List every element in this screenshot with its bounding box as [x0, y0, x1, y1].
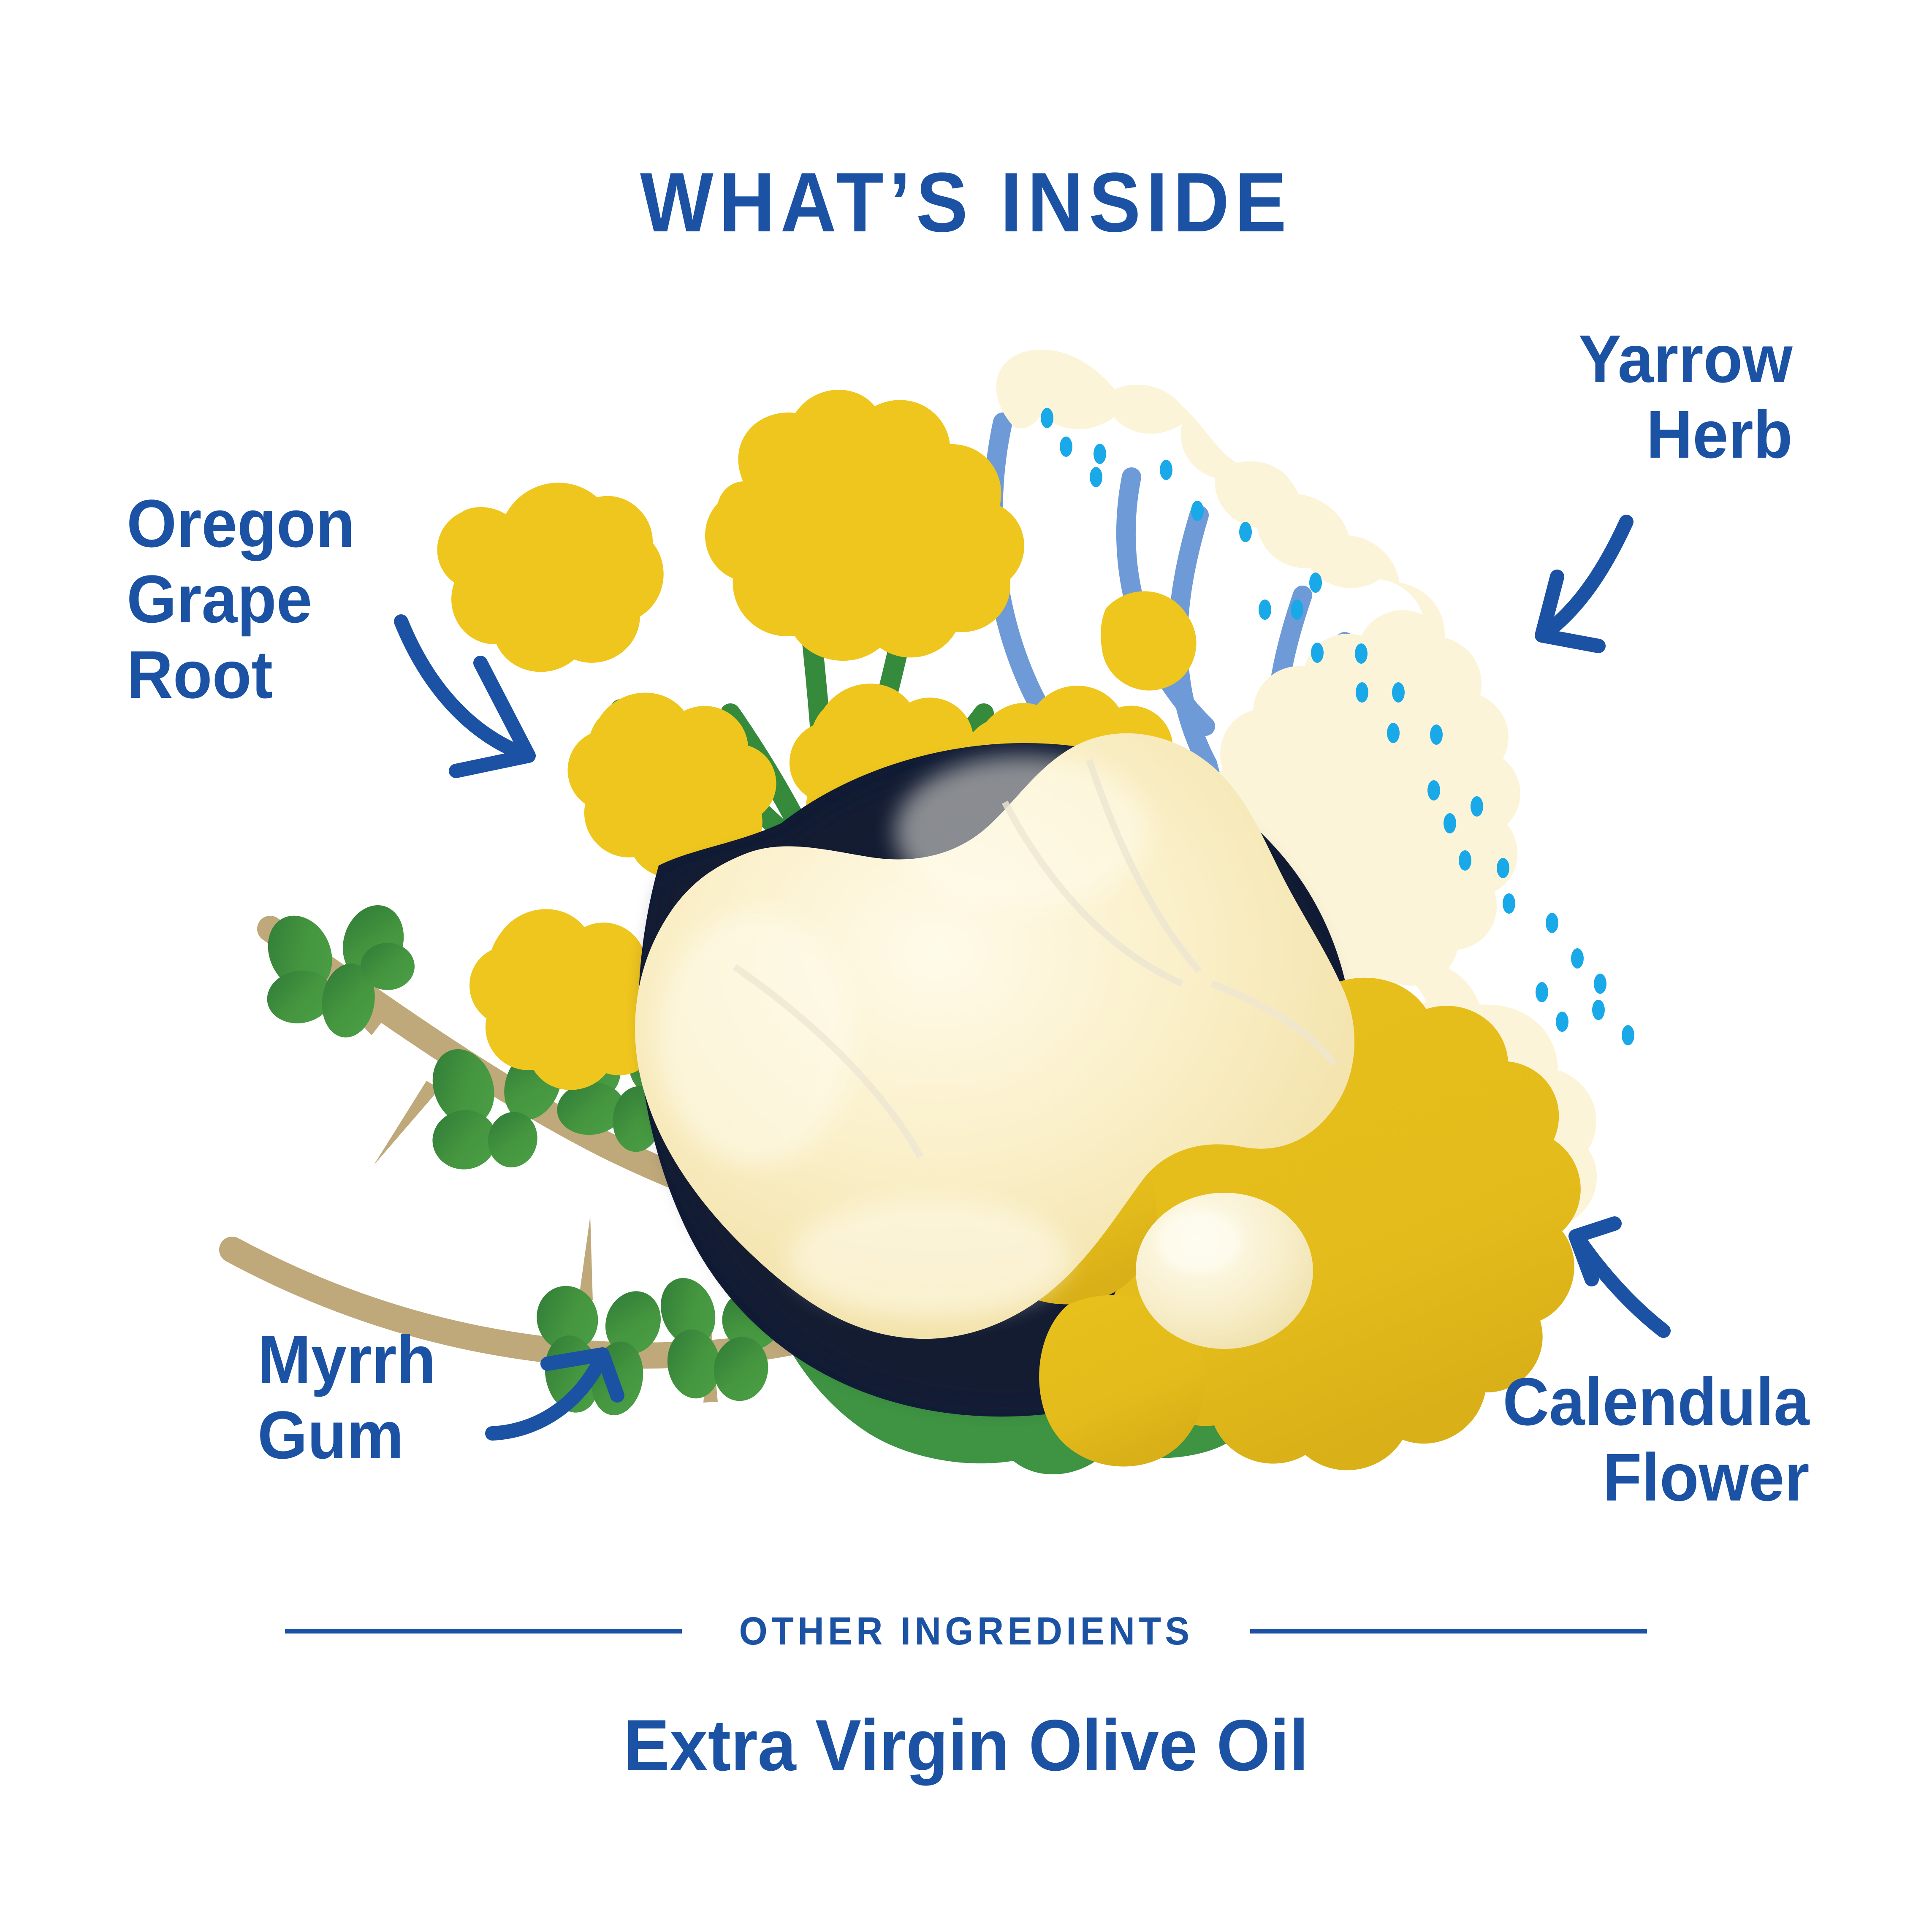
other-ingredients-header: OTHER INGREDIENTS — [0, 1609, 1932, 1654]
divider-line-right — [1250, 1629, 1647, 1634]
yarrow-speckles — [1041, 408, 1634, 1045]
ingredient-label-yarrow-herb: Yarrow Herb — [1579, 321, 1793, 472]
yarrow-herb-illustration — [983, 350, 1634, 1257]
yarrow-flower-band — [996, 350, 1597, 1257]
page-title: WHAT’S INSIDE — [640, 155, 1292, 250]
other-ingredients-section: OTHER INGREDIENTS Extra Virgin Olive Oil — [0, 1609, 1932, 1787]
arrow-myrrh-gum — [485, 1347, 624, 1441]
calendula-flower-illustration — [980, 977, 1581, 1471]
myrrh-branches — [219, 916, 976, 1369]
ingredient-label-oregon-grape-root: Oregon Grape Root — [127, 486, 355, 713]
arrow-calendula-flower — [1568, 1216, 1671, 1338]
balm-highlights — [659, 756, 1148, 1317]
balm-droplet — [1136, 1193, 1313, 1349]
calendula-leaf — [752, 1262, 1243, 1475]
oregon-grape-root-illustration — [437, 390, 1197, 1090]
ingredient-label-calendula-flower: Calendula Flower — [1503, 1364, 1810, 1515]
grape-stems — [611, 543, 994, 981]
yarrow-stems — [983, 412, 1477, 1031]
balm-container — [638, 743, 1356, 1417]
arrow-yarrow-herb — [1535, 515, 1634, 653]
blue-petal — [1175, 1107, 1336, 1295]
balm-blob — [635, 733, 1355, 1339]
other-ingredients-value: Extra Virgin Olive Oil — [623, 1705, 1309, 1786]
callout-arrows — [394, 515, 1671, 1441]
arrow-oregon-grape-root — [394, 614, 536, 778]
balm-creases — [733, 759, 1337, 1159]
other-ingredients-label: OTHER INGREDIENTS — [739, 1609, 1193, 1653]
grape-flowers — [437, 390, 1197, 1090]
ingredient-label-myrrh-gum: Myrrh Gum — [258, 1321, 436, 1473]
divider-line-left — [285, 1629, 682, 1634]
